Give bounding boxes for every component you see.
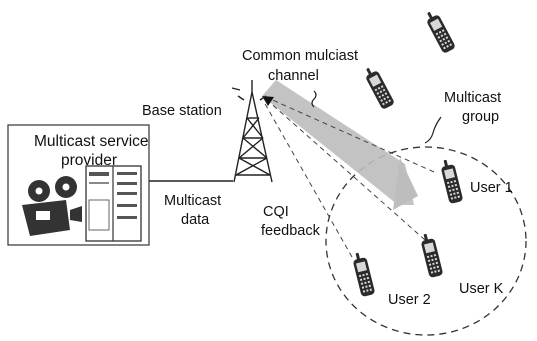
group-pointer bbox=[424, 116, 442, 144]
data-label-1: Multicast bbox=[164, 193, 221, 209]
tower-icon bbox=[231, 80, 273, 183]
channel-label-1: Common mulciast bbox=[242, 48, 358, 64]
cqi-label-2: feedback bbox=[261, 223, 321, 239]
provider-label-2: provider bbox=[61, 152, 117, 169]
group-label-2: group bbox=[462, 109, 499, 125]
channel-label-2: channel bbox=[268, 68, 319, 84]
base-station-label: Base station bbox=[142, 103, 222, 119]
cqi-feedback-lines bbox=[263, 97, 435, 258]
cqi-label-1: CQI bbox=[263, 204, 289, 220]
provider-label-1: Multicast service bbox=[34, 133, 149, 150]
group-label-1: Multicast bbox=[444, 90, 501, 106]
userK-label: User K bbox=[459, 281, 504, 297]
multicast-channel-beam bbox=[262, 80, 414, 205]
server-rack-icon bbox=[85, 165, 142, 242]
user2-label: User 2 bbox=[388, 292, 431, 308]
data-label-2: data bbox=[181, 212, 210, 228]
multicast-channel-beam-tip bbox=[393, 158, 418, 210]
cqi-arrow-head bbox=[262, 96, 274, 106]
film-projector-icon bbox=[22, 176, 82, 236]
channel-pointer bbox=[311, 90, 317, 108]
user1-label: User 1 bbox=[470, 180, 513, 196]
multicast-group-ellipse bbox=[325, 146, 527, 336]
